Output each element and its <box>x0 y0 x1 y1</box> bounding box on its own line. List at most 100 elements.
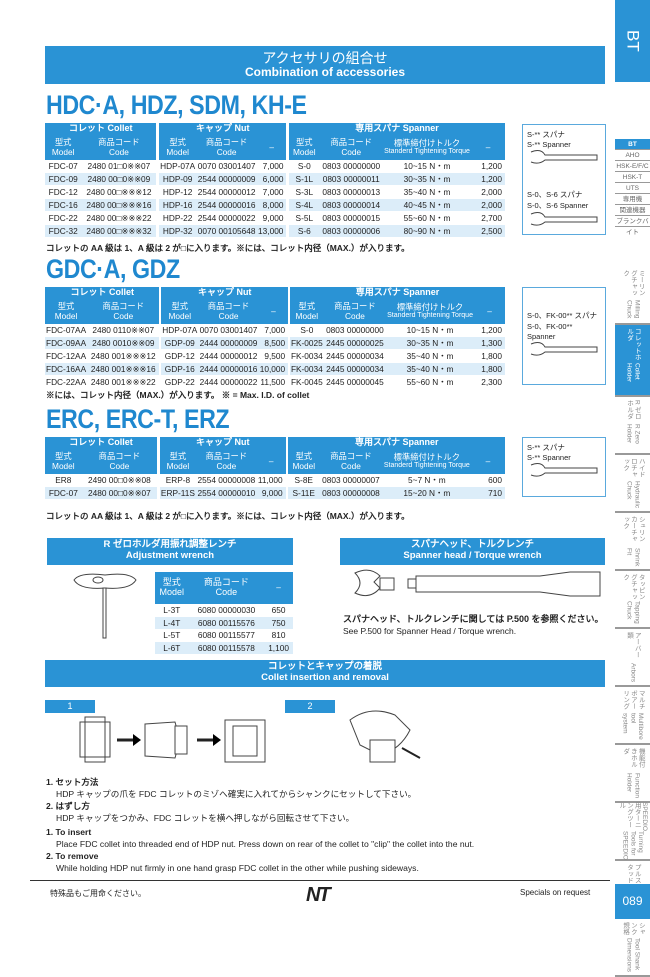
price-header: – <box>474 299 505 324</box>
side-tab-en: Tool Shank Dimensions <box>625 938 641 972</box>
torque-wrench-icon <box>354 569 601 597</box>
table-cell: S-6 <box>289 224 320 238</box>
table-cell: FDC-12 <box>45 185 82 199</box>
spanner-box-label: S-0、S-6 Spanner <box>527 201 589 210</box>
table-cell: 2490 00□0※※08 <box>81 473 158 487</box>
collet-group-header: コレット Collet <box>45 287 160 300</box>
spanner-box-label: S-** Spanner <box>527 453 571 462</box>
side-tab-en: Collet Holder <box>625 363 641 383</box>
side-tab-jp: ハイドロチャック <box>621 458 645 478</box>
hand-removal-diagram-icon <box>349 710 421 763</box>
table-cell: 7,000 <box>258 323 289 337</box>
table-cell: S-1L <box>289 172 320 186</box>
side-tab-item[interactable]: AHO <box>615 150 650 161</box>
table-cell: 2445 00000025 <box>323 336 387 350</box>
note: コレットの AA 級は 1、A 級は 2 が□に入ります。※には、コレット内径（… <box>46 511 410 521</box>
table-cell: 2544 00000009 <box>196 172 258 186</box>
table-cell: 1,800 <box>474 362 505 376</box>
table-cell: 9,000 <box>257 211 287 225</box>
table-cell: 0803 00000000 <box>319 159 384 173</box>
table-cell: 40~45 N・m <box>383 198 471 212</box>
table-cell: HDP-07A <box>159 159 197 173</box>
collet-group-header: コレット Collet <box>45 123 157 136</box>
table-cell: 2,000 <box>471 185 505 199</box>
table-cell: 2480 01□0※※07 <box>81 159 157 173</box>
table-cell: HDP-22 <box>159 211 197 225</box>
table-cell: 13,000 <box>257 224 287 238</box>
table-cell: 2480 00□※※※32 <box>81 224 157 238</box>
page-header: アクセサリの組合せ Combination of accessories <box>45 46 605 84</box>
side-tab-item[interactable]: HSK-E/F/C <box>615 163 650 172</box>
table-cell: 55~60 N・m <box>386 375 474 389</box>
instruction-body: HDP キャップの爪を FDC コレットのミゾへ確実に入れてからシャンクにセット… <box>56 789 417 799</box>
side-tab-item[interactable]: 関連機器 <box>615 205 650 216</box>
side-tab-jp: マルチボアーリング <box>621 690 645 710</box>
table-cell: 1,200 <box>474 323 505 337</box>
table-cell: 2544 00000022 <box>196 211 258 225</box>
table-cell: 2480 001※※※22 <box>87 375 160 389</box>
table-cell: 810 <box>264 629 293 643</box>
step-2-label: 2 <box>285 700 335 713</box>
table-cell: 35~40 N・m <box>386 349 474 363</box>
table-cell: FDC-16 <box>45 198 82 212</box>
table-cell: 9,000 <box>256 486 286 500</box>
side-tab-item[interactable]: 専用機 <box>615 194 650 205</box>
side-tab-en: Turning Tools for SPEEDIO <box>621 831 645 860</box>
table-cell: FDC-32 <box>45 224 82 238</box>
table-cell: ERP-11S <box>159 486 196 500</box>
side-tab-jp: R ゼロホルダ <box>625 400 641 420</box>
spanner-box-label: S-0、FK-00** スパナ <box>527 311 598 320</box>
side-tab-item[interactable]: UTS <box>615 183 650 194</box>
table-cell: 2444 00000016 <box>198 362 259 376</box>
table-cell: 6080 00115577 <box>188 629 265 643</box>
nut-group-header: キャップ Nut <box>161 287 289 300</box>
side-tab-item[interactable]: BT <box>615 139 650 150</box>
table-cell: GDP-16 <box>161 362 199 376</box>
side-tab-item[interactable]: HSK-T <box>615 172 650 183</box>
table-cell: 1,300 <box>474 336 505 350</box>
table-cell: L-3T <box>155 604 189 618</box>
spanner-box-label: S-** スパナ <box>527 443 565 452</box>
table-cell: 0803 00000007 <box>319 473 383 487</box>
table-cell: 2544 00000016 <box>196 198 258 212</box>
spanner-box-label: S-** Spanner <box>527 140 571 149</box>
table-cell: 6080 00000030 <box>188 604 265 618</box>
table-cell: ER8 <box>45 473 82 487</box>
table-cell: 0070 03001407 <box>196 159 258 173</box>
side-tab-section[interactable]: マルチボアーリング Multibore tool system <box>615 687 650 745</box>
side-tab-item[interactable]: ブランクバイト <box>615 218 650 236</box>
side-tab-jp: アーバー類 <box>625 632 641 658</box>
table-cell: S-8E <box>288 473 320 487</box>
table-cell: 80~90 N・m <box>383 224 471 238</box>
table-cell: 0070 00105648 <box>196 224 258 238</box>
table-cell: 55~60 N・m <box>383 211 471 225</box>
spanner-box-label: S-0、FK-00** Spanner <box>527 322 573 341</box>
side-tab-en: Multibore tool system <box>621 713 645 740</box>
table-cell: S-0 <box>289 323 324 337</box>
table-cell: 0803 00000015 <box>319 211 384 225</box>
